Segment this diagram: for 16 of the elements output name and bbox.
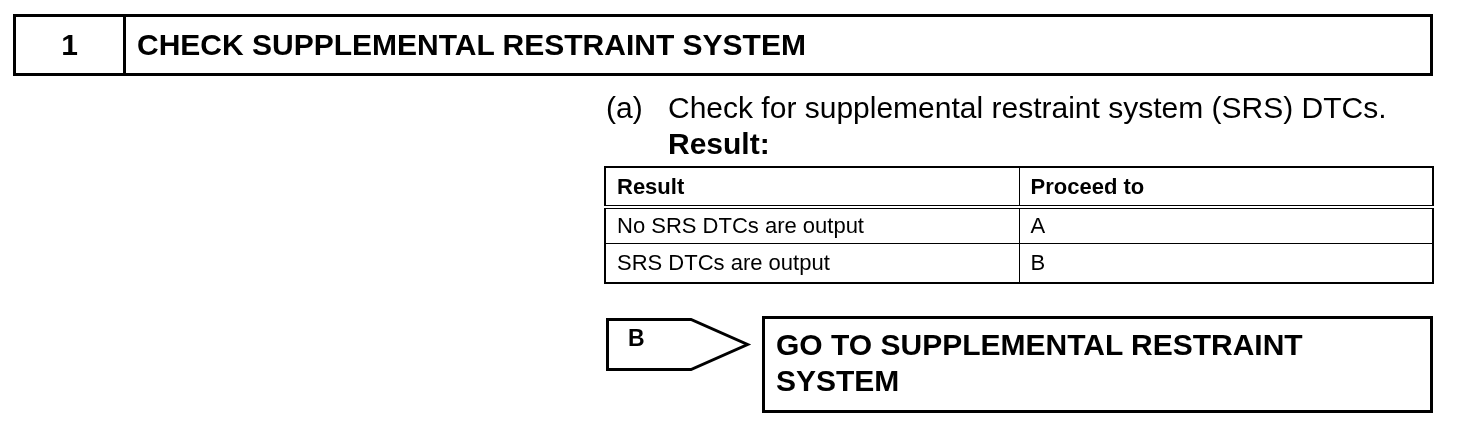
tag-letter: B [628,326,645,352]
table-cell: No SRS DTCs are output [605,207,1019,243]
instruction-box [762,316,1433,413]
table-header-cell: Proceed to [1019,167,1433,207]
step-letter: (a) [606,91,643,124]
instruction-sentence: Check for supplemental restraint system (SRS) DTCs. [668,91,1387,124]
table-cell: A [1019,207,1433,243]
table-cell: B [1019,243,1433,283]
branch-tag [606,318,749,371]
result-heading: Result: [668,127,770,160]
instruction-text: GO TO SUPPLEMENTAL RESTRAINT SYSTEM [776,327,1304,399]
step-header-box [13,14,1433,76]
table-cell: SRS DTCs are output [605,243,1019,283]
table-header-cell: Result [605,167,1019,207]
step-number: 1 [16,17,126,73]
step-title: CHECK SUPPLEMENTAL RESTRAINT SYSTEM [137,28,806,62]
